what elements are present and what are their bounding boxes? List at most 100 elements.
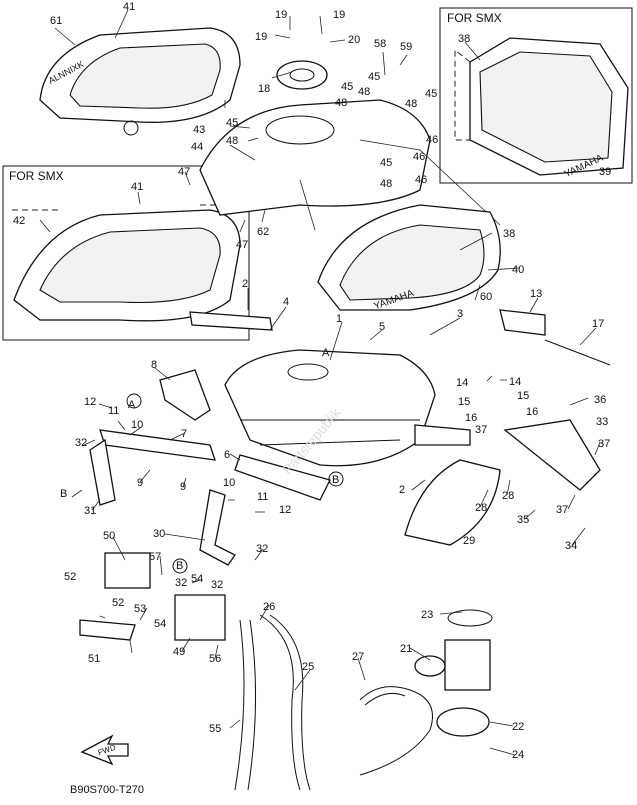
callout: 28 xyxy=(502,490,514,502)
callout: 37 xyxy=(598,438,610,450)
callout: 23 xyxy=(421,609,433,621)
callout: 19 xyxy=(333,9,345,21)
callout: 44 xyxy=(191,141,203,153)
callout: 48 xyxy=(358,86,370,98)
callout: 9 xyxy=(137,477,143,489)
callout: 32 xyxy=(211,579,223,591)
callout: 1 xyxy=(336,313,342,325)
callout: 38 xyxy=(503,228,515,240)
diagram-code: B90S700-T270 xyxy=(70,784,144,796)
callout: 5 xyxy=(379,321,385,333)
callout: 54 xyxy=(191,573,203,585)
callout-labels: 61 41 19 19 19 20 58 59 38 18 45 45 45 4… xyxy=(13,1,611,761)
callout: 40 xyxy=(512,264,524,276)
callout: 58 xyxy=(374,38,386,50)
callout: 45 xyxy=(368,71,380,83)
callout: 48 xyxy=(405,98,417,110)
callout: 10 xyxy=(131,419,143,431)
leader-lines xyxy=(39,9,601,756)
callout: 6 xyxy=(224,449,230,461)
smx-box-label: FOR SMX xyxy=(447,11,502,25)
callout: 57 xyxy=(149,551,161,563)
callout: 45 xyxy=(425,88,437,100)
callout: 37 xyxy=(556,504,568,516)
callout: 16 xyxy=(465,412,477,424)
callout: 55 xyxy=(209,723,221,735)
callout: 7 xyxy=(181,428,187,440)
callout: 42 xyxy=(13,215,25,227)
callout: 11 xyxy=(108,405,119,417)
callout: B xyxy=(332,474,339,486)
smx-box-label: FOR SMX xyxy=(9,169,64,183)
callout: 59 xyxy=(400,41,412,53)
callout: 48 xyxy=(226,135,238,147)
callout: 8 xyxy=(151,359,157,371)
callout: 21 xyxy=(400,643,412,655)
callout: 12 xyxy=(84,396,96,408)
callout: 37 xyxy=(475,424,487,436)
callout: 60 xyxy=(480,291,492,303)
callout: 4 xyxy=(283,296,289,308)
callout: 33 xyxy=(596,416,608,428)
smx-box-left: FOR SMX xyxy=(2,165,250,341)
callout: 30 xyxy=(153,528,165,540)
callout: 29 xyxy=(463,535,475,547)
callout: 45 xyxy=(380,157,392,169)
callout: A xyxy=(128,399,136,411)
callout: 11 xyxy=(257,491,268,503)
callout: 17 xyxy=(592,318,604,330)
callout: 2 xyxy=(399,484,405,496)
callout: 56 xyxy=(209,653,221,665)
electrical-boxes xyxy=(79,552,226,641)
hoses xyxy=(234,614,433,791)
callout: B xyxy=(176,560,183,572)
callout: 50 xyxy=(103,530,115,542)
callout: 38 xyxy=(458,33,470,45)
callout: 12 xyxy=(279,504,291,516)
callout: 32 xyxy=(75,437,87,449)
callout: 61 xyxy=(50,15,62,27)
callout: 18 xyxy=(258,83,270,95)
callout: 49 xyxy=(173,646,185,658)
callout: 54 xyxy=(154,618,166,630)
callout: 3 xyxy=(457,308,463,320)
callout: 15 xyxy=(517,390,529,402)
brackets xyxy=(89,309,611,566)
callout: 45 xyxy=(341,81,353,93)
callout: 31 xyxy=(84,505,96,517)
callout: 41 xyxy=(123,1,135,13)
callout: 34 xyxy=(565,540,577,552)
callout: 10 xyxy=(223,477,235,489)
callout: 48 xyxy=(335,97,347,109)
callout: 19 xyxy=(275,9,287,21)
callout: 24 xyxy=(512,749,524,761)
callout: 14 xyxy=(509,376,521,388)
callout: 32 xyxy=(256,543,268,555)
callout: 53 xyxy=(134,603,146,615)
callout: 62 xyxy=(257,226,269,238)
callout: 46 xyxy=(413,151,425,163)
callout: 45 xyxy=(226,117,238,129)
callout: 13 xyxy=(530,288,542,300)
callout: 20 xyxy=(348,34,360,46)
callout: 25 xyxy=(302,661,314,673)
callout: 47 xyxy=(178,166,190,178)
callout: 19 xyxy=(255,31,267,43)
callout: 28 xyxy=(475,502,487,514)
callout: 14 xyxy=(456,377,468,389)
callout: 26 xyxy=(263,601,275,613)
callout: 52 xyxy=(112,597,124,609)
callout: 43 xyxy=(193,124,205,136)
callout: 16 xyxy=(526,406,538,418)
callout: B xyxy=(60,488,67,500)
fuel-pump xyxy=(414,609,493,737)
callout: 39 xyxy=(599,166,611,178)
callout: 35 xyxy=(517,514,529,526)
inner-guard xyxy=(404,459,501,546)
callout: 2 xyxy=(242,278,248,290)
callout: 51 xyxy=(88,653,100,665)
callout: 27 xyxy=(352,651,364,663)
tank-cover xyxy=(199,60,501,231)
fuel-tank xyxy=(224,349,436,501)
